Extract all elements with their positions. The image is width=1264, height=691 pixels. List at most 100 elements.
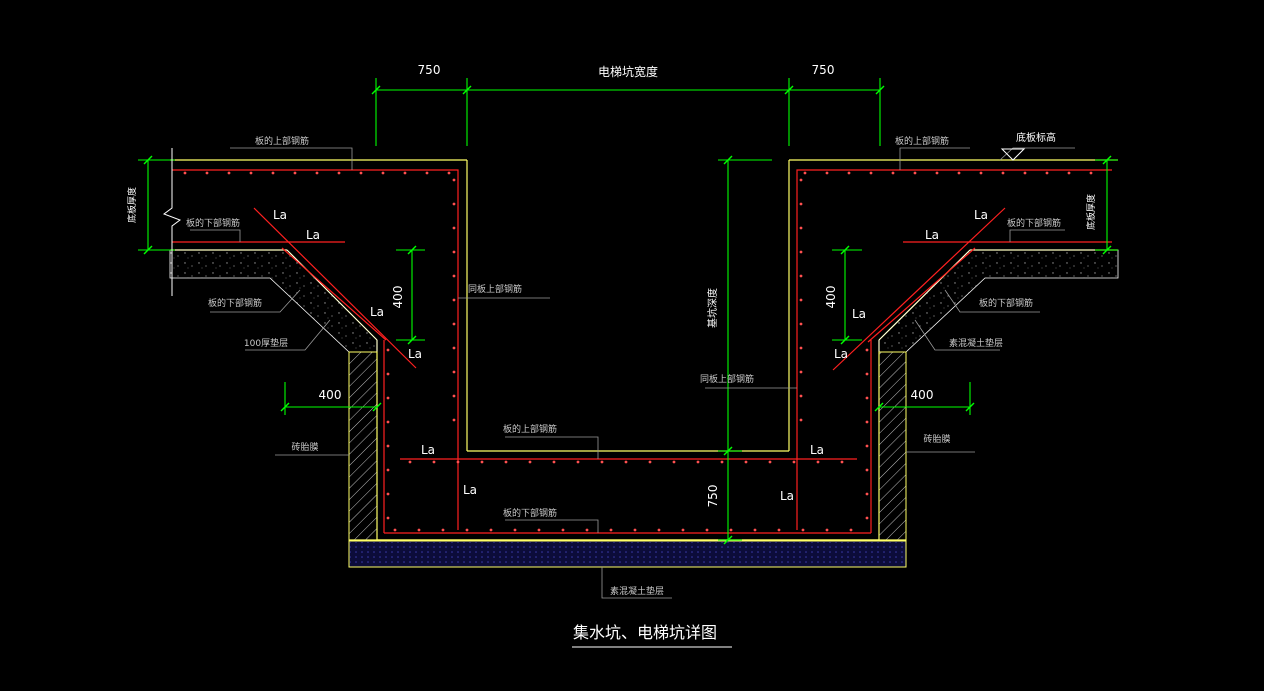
rebar-dot	[816, 460, 820, 464]
dim-left-400-horiz: 400	[319, 388, 342, 402]
rebar-dot	[799, 394, 803, 398]
rebar-dot	[681, 528, 685, 532]
rebar-dot	[408, 460, 412, 464]
rebar-dot	[386, 348, 390, 352]
rebar-dot	[799, 370, 803, 374]
rebar-dot	[452, 178, 456, 182]
rebar-dot	[799, 202, 803, 206]
rebar-dot	[403, 171, 407, 175]
rebar-lines	[172, 169, 1112, 534]
rebar-dot	[576, 460, 580, 464]
rebar-dot	[447, 171, 451, 175]
rebar-dot	[249, 171, 253, 175]
label-bottom-bar-left: 板的下部钢筋	[186, 217, 240, 229]
rebar-dot	[432, 460, 436, 464]
rebar-dot	[705, 528, 709, 532]
rebar-dot	[600, 460, 604, 464]
rebar-dot	[537, 528, 541, 532]
rebar-dot	[425, 171, 429, 175]
rebar-dot	[799, 418, 803, 422]
label-top-bar-left: 板的上部钢筋	[255, 135, 309, 147]
rebar-dot	[979, 171, 983, 175]
rebar-dot	[205, 171, 209, 175]
rebar-dot	[315, 171, 319, 175]
drawing-title: 集水坑、电梯坑详图	[573, 623, 717, 642]
rebar-dot	[657, 528, 661, 532]
rebar-dot	[456, 460, 460, 464]
rebar-dot	[799, 322, 803, 326]
rebar-dots	[183, 171, 1093, 532]
rebar-dot	[729, 528, 733, 532]
rebar-dot	[552, 460, 556, 464]
la-label: La	[463, 483, 477, 497]
rebar-dot	[869, 171, 873, 175]
dimension-lines	[138, 78, 1118, 541]
rebar-dot	[452, 370, 456, 374]
la-label: La	[273, 208, 287, 222]
rebar-dot	[891, 171, 895, 175]
rebar-dot	[1001, 171, 1005, 175]
rebar-dot	[696, 460, 700, 464]
rebar-dot	[337, 171, 341, 175]
rebar-dot	[561, 528, 565, 532]
rebar-dot	[452, 346, 456, 350]
rebar-dot	[865, 420, 869, 424]
rebar-dot	[452, 298, 456, 302]
rebar-dot	[799, 226, 803, 230]
rebar-dot	[777, 528, 781, 532]
rebar-dot	[504, 460, 508, 464]
la-label: La	[370, 305, 384, 319]
rebar-dot	[913, 171, 917, 175]
rebar-dot	[465, 528, 469, 532]
leader-lines	[190, 147, 1075, 599]
left-brick-wall	[348, 351, 378, 541]
rebar-dot	[441, 528, 445, 532]
dimension-ticks	[143, 85, 1112, 545]
label-brick-wall-left: 砖胎膜	[291, 441, 318, 453]
rebar-dot	[768, 460, 772, 464]
rebar-dot	[720, 460, 724, 464]
rebar-dot	[825, 528, 829, 532]
la-label: La	[834, 347, 848, 361]
rebar-dot	[753, 528, 757, 532]
rebar-dot	[452, 274, 456, 278]
label-slope-bar-right: 板的下部钢筋	[979, 297, 1033, 309]
rebar-dot	[935, 171, 939, 175]
rebar-dot	[386, 420, 390, 424]
rebar-dot	[957, 171, 961, 175]
dim-right-400-horiz: 400	[911, 388, 934, 402]
dim-pit-depth: 基坑深度	[706, 288, 719, 328]
rebar-dot	[271, 171, 275, 175]
rebar-dot	[452, 202, 456, 206]
la-label: La	[421, 443, 435, 457]
rebar-dot	[393, 528, 397, 532]
rebar-dot	[528, 460, 532, 464]
la-label: La	[925, 228, 939, 242]
dim-pit-width: 电梯坑宽度	[598, 64, 658, 79]
rebar-dot	[386, 444, 390, 448]
rebar-dot	[386, 516, 390, 520]
rebar-dot	[672, 460, 676, 464]
label-wall-bar-left: 同板上部钢筋	[468, 283, 522, 295]
rebar-dot	[825, 171, 829, 175]
la-label: La	[974, 208, 988, 222]
rebar-dot	[386, 372, 390, 376]
rebar-dot	[227, 171, 231, 175]
rebar-dot	[1023, 171, 1027, 175]
dim-left-750: 750	[418, 63, 441, 77]
elevation-label: 底板标高	[1016, 131, 1056, 144]
label-pit-bottom-bar: 板的下部钢筋	[503, 507, 557, 519]
rebar-dot	[609, 528, 613, 532]
label-bottom-bar-right: 板的下部钢筋	[1007, 217, 1061, 229]
rebar-dot	[452, 394, 456, 398]
la-label: La	[780, 489, 794, 503]
rebar-dot	[865, 492, 869, 496]
label-slope-bar-left: 板的下部钢筋	[208, 297, 262, 309]
rebar-dot	[624, 460, 628, 464]
rebar-dot	[799, 250, 803, 254]
rebar-dot	[1089, 171, 1093, 175]
label-cushion-left: 100厚垫层	[244, 337, 288, 349]
rebar-dot	[452, 250, 456, 254]
rebar-dot	[865, 444, 869, 448]
rebar-dot	[1045, 171, 1049, 175]
